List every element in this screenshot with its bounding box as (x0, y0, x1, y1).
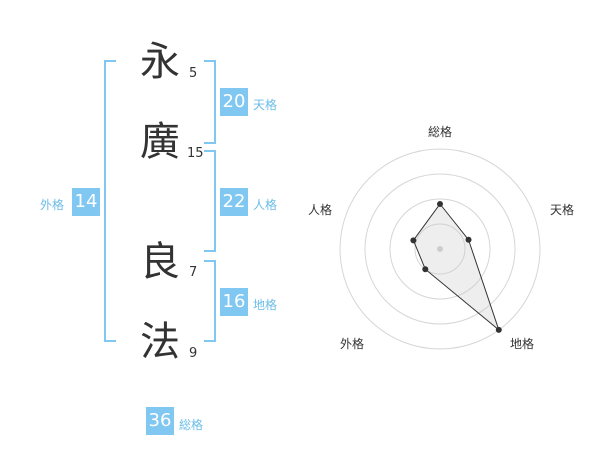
radar-axis-label-tenkaku: 天格 (550, 203, 575, 217)
radar-axis-label-gaikaku: 外格 (340, 337, 365, 351)
chikaku-bracket (204, 260, 216, 342)
radar-point-5 (410, 237, 417, 244)
radar-axis-label-jinkaku: 人格 (308, 203, 333, 217)
char-4: 法 (140, 319, 180, 365)
radar-series-polygon (412, 203, 500, 332)
char-1-strokes: 5 (189, 66, 198, 81)
radar-point-2 (465, 236, 472, 243)
char-3-strokes: 7 (189, 265, 198, 280)
radar-center-dot (437, 246, 443, 252)
tenkaku-value: 20 (220, 88, 248, 116)
gaikaku-label: 外格 (40, 198, 65, 212)
radar-point-4 (422, 266, 429, 273)
radar-point-3 (495, 326, 502, 333)
radar-point-1 (437, 201, 443, 207)
radar-axis-label-soukaku: 総格 (428, 125, 453, 139)
char-2: 廣 (140, 119, 180, 165)
soukaku-value: 36 (146, 407, 174, 435)
radar-ring (414, 223, 466, 275)
radar-axis-label-chikaku: 地格 (510, 337, 535, 351)
radar-ring (364, 173, 516, 325)
char-2-strokes: 15 (187, 146, 204, 161)
char-4-strokes: 9 (189, 346, 198, 361)
chikaku-label: 地格 (253, 298, 278, 312)
tenkaku-label: 天格 (253, 98, 278, 112)
chikaku-value: 16 (220, 288, 248, 316)
gaikaku-value: 14 (72, 188, 100, 216)
jinkaku-bracket (204, 150, 216, 252)
char-1: 永 (140, 39, 180, 85)
jinkaku-value: 22 (220, 188, 248, 216)
radar-ring (339, 148, 541, 350)
jinkaku-label: 人格 (253, 198, 278, 212)
tenkaku-bracket (204, 60, 216, 144)
char-3: 良 (140, 239, 180, 285)
gaikaku-bracket (104, 60, 116, 342)
radar-ring (389, 198, 491, 300)
soukaku-label: 総格 (179, 418, 204, 432)
